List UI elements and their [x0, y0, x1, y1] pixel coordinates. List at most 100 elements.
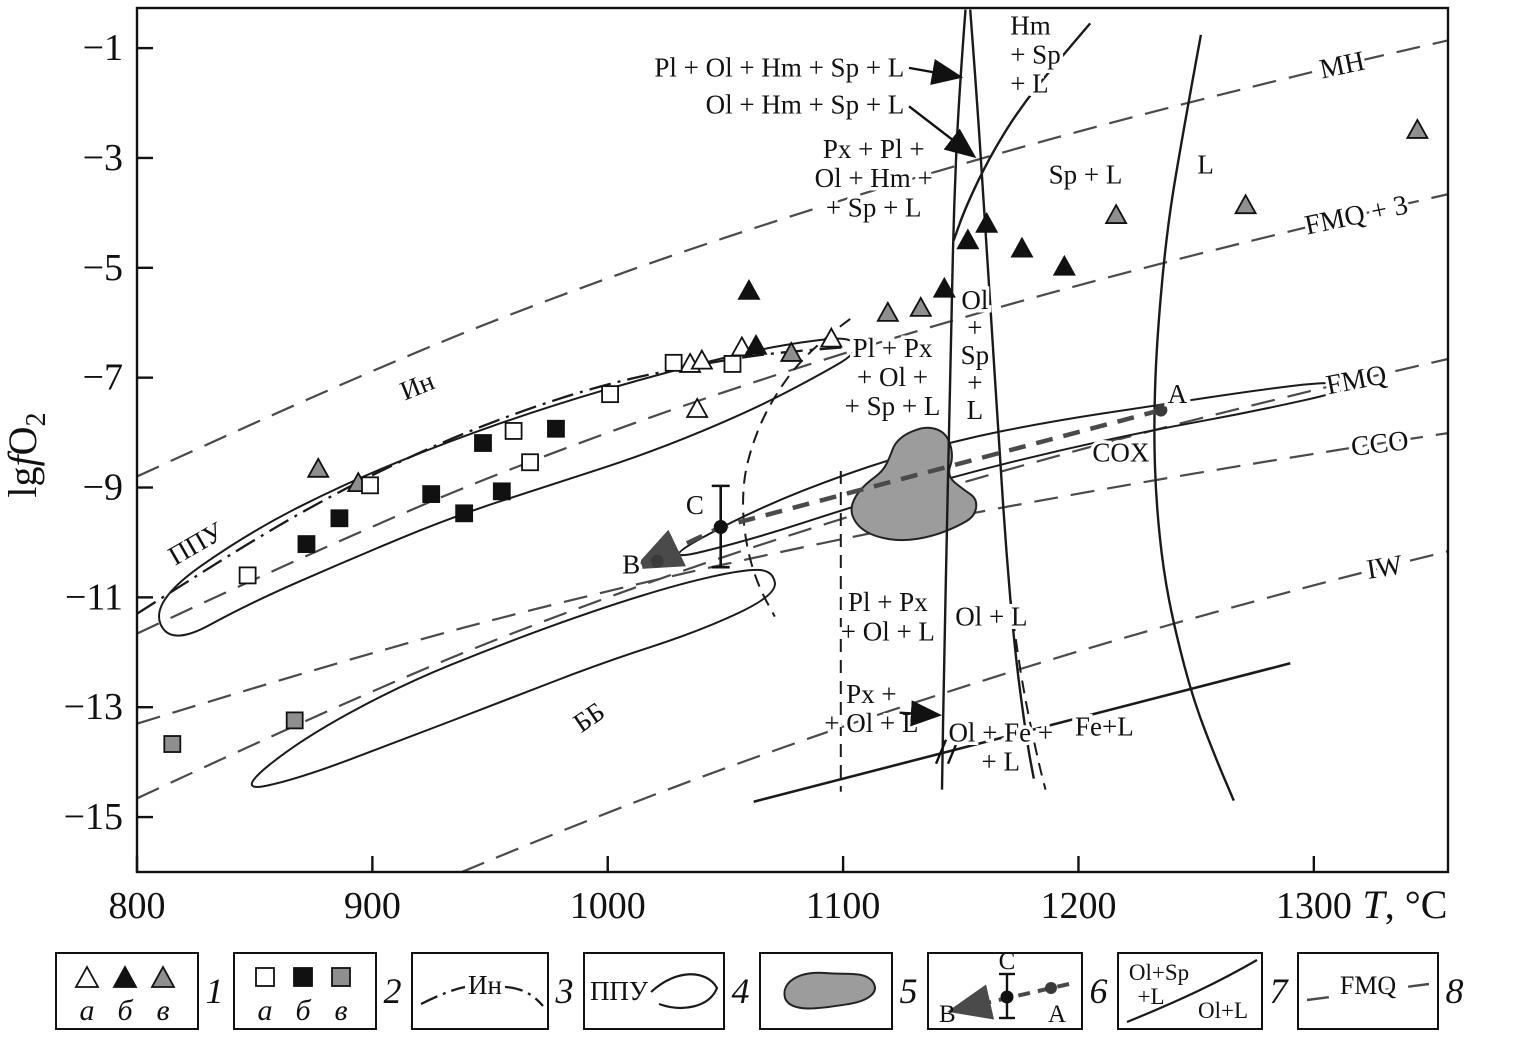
legend-gray-region	[783, 971, 876, 1010]
legend-number: 3	[555, 971, 574, 1011]
data-point-square-gray	[285, 711, 304, 730]
buffer-label-mh: MH	[1317, 45, 1368, 85]
legend-dashdot-line	[419, 985, 465, 1006]
point-C	[713, 520, 728, 535]
legend-item-3: Ин 3	[410, 952, 574, 1030]
legend-number: 5	[899, 971, 918, 1011]
outline-PPU-field	[158, 337, 857, 637]
data-point-triangle-open	[819, 326, 843, 348]
legend-phase-bottom: Ol+L	[1197, 998, 1247, 1023]
legend-dashdot-line	[504, 985, 544, 1007]
x-tick-label: 800	[109, 885, 166, 927]
data-point-triangle-black	[744, 333, 768, 355]
region-label: ББ	[568, 696, 610, 738]
region-label: Ин	[396, 366, 439, 407]
x-tick-label: 1000	[570, 885, 646, 927]
legend-letter: б	[295, 994, 311, 1027]
legend-label-b: B	[939, 1001, 956, 1028]
data-point-square-black	[455, 504, 474, 523]
data-point-triangle-gray	[876, 300, 900, 322]
legend-point-c	[1000, 990, 1013, 1004]
data-point-triangle-gray	[1405, 118, 1429, 139]
region-label: Pl + Px+ Ol ++ Sp + L	[845, 333, 941, 421]
data-point-square-black	[492, 482, 511, 501]
legend-key-graphic: Ин	[419, 967, 544, 1007]
legend-phase-curve	[1126, 959, 1258, 1024]
legend-item-5: 5	[758, 952, 918, 1030]
data-point-square-gray	[163, 735, 182, 753]
region-label: C	[686, 490, 704, 520]
legend-box-dashdot: Ин	[410, 952, 549, 1030]
legend-number: 4	[731, 971, 750, 1011]
point-B	[650, 554, 664, 568]
y-axis-title: lgfO2	[0, 412, 52, 497]
buffer-label-fmq: FMQ	[1323, 359, 1389, 401]
region-label: Fe+L	[1075, 711, 1134, 741]
legend-letter: в	[156, 994, 169, 1027]
region-label: Ol + Fe ++ L	[948, 717, 1053, 776]
data-point-square-open	[521, 453, 539, 472]
phase-boundary-liquidus	[1153, 34, 1235, 802]
legend-label-in: Ин	[468, 970, 502, 1000]
region-label: Px ++ Ol + L	[824, 679, 918, 738]
legend-marker-square	[330, 967, 351, 987]
legend-label-fmq: FMQ	[1339, 971, 1396, 1000]
legend-letter: в	[334, 994, 347, 1027]
data-point-triangle-gray	[306, 456, 330, 478]
phase-diagram-plot: Hm+ Sp+ LPl + Ol + Hm + Sp + LOl + Hm + …	[0, 6, 1450, 927]
dashed-vertical-right	[1009, 597, 1047, 790]
legend-phase-top: Ol+Sp	[1128, 960, 1188, 985]
buffer-label-fmq3: FMQ + 3	[1302, 189, 1411, 241]
x-axis-title: T, °C	[1363, 882, 1448, 927]
x-tick-label: 1100	[806, 885, 881, 927]
double-tick	[946, 739, 960, 765]
region-label: B	[622, 549, 640, 579]
legend-buffer-line	[1306, 982, 1429, 1002]
legend-number: 2	[383, 971, 402, 1011]
data-point-triangle-black	[1010, 236, 1034, 258]
phase-boundary-boundary-right-vertical	[969, 9, 1035, 779]
data-point-triangle-gray	[779, 341, 803, 362]
region-label: Ol + Hm + Sp + L	[706, 90, 905, 120]
buffer-line-iw	[461, 550, 1448, 872]
dashdot-curve-in	[137, 346, 844, 615]
dashed-arc	[742, 318, 851, 618]
x-tick-label: 1300	[1276, 885, 1352, 927]
data-point-triangle-black	[956, 228, 980, 250]
y-tick-label: −11	[65, 576, 123, 618]
data-point-square-black	[422, 485, 441, 504]
region-label: Px + Pl +Ol + Hm ++ Sp + L	[815, 134, 933, 222]
region-label: Ol+Sp+L	[961, 285, 990, 425]
legend-point-a	[1044, 982, 1057, 994]
phase-boundary-hematite-out	[952, 22, 1092, 241]
y-tick-label: −1	[83, 27, 123, 69]
plot-area	[137, 9, 1448, 872]
legend-outline-curve	[649, 973, 718, 1009]
data-point-square-black	[474, 434, 492, 452]
region-label: Sp + L	[1049, 159, 1123, 189]
buffer-line-fmq	[137, 357, 1448, 800]
buffer-line-cco	[137, 432, 1448, 725]
legend-marker-triangle	[111, 965, 138, 988]
data-point-triangle-black	[975, 212, 999, 233]
legend-letter: а	[257, 994, 272, 1027]
legend-key-graphic: Ol+Sp+LOl+L	[1126, 959, 1258, 1024]
legend-number: 7	[1269, 971, 1288, 1011]
double-tick	[934, 739, 948, 765]
x-tick-label: 1200	[1040, 885, 1116, 927]
legend-letter: а	[79, 994, 94, 1027]
legend-marker-triangle	[73, 965, 100, 988]
data-point-triangle-black	[737, 279, 761, 300]
legend-key-graphic	[783, 971, 876, 1010]
region-label: COX	[1092, 437, 1150, 467]
legend-number: 1	[205, 971, 224, 1011]
data-point-triangle-black	[932, 276, 956, 298]
